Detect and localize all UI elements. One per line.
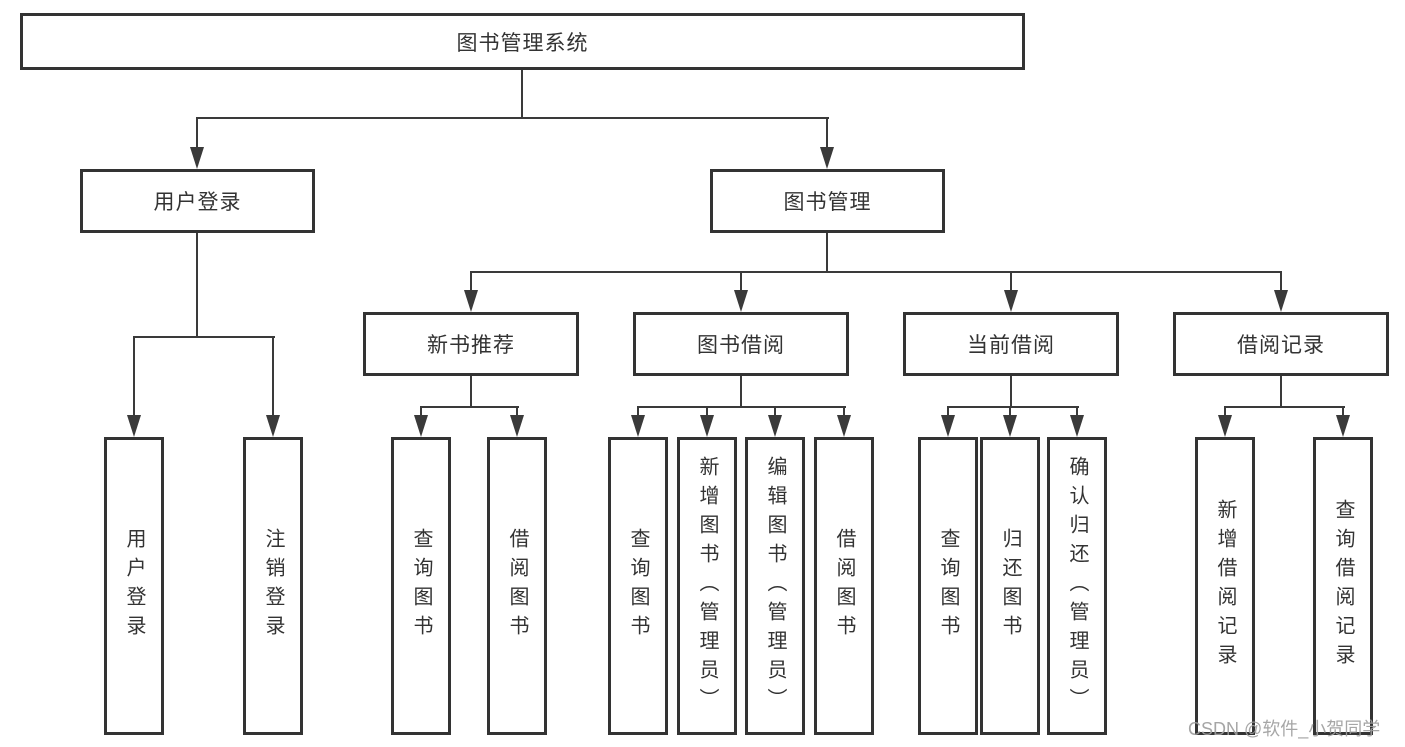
arrow-down-icon	[1218, 415, 1232, 437]
node-label: 归还图书	[999, 528, 1021, 644]
node-label: 编辑图书（管理员）	[764, 455, 786, 717]
leaf-user-login: 用户登录	[104, 437, 164, 735]
arrow-down-icon	[1003, 415, 1017, 437]
connector-line	[1280, 376, 1282, 408]
connector-line	[521, 70, 523, 119]
node-label: 借阅图书	[833, 528, 855, 644]
arrow-down-icon	[734, 290, 748, 312]
connector-line	[637, 406, 639, 420]
leaf-query-book-2: 查询图书	[608, 437, 668, 735]
connector-line	[1076, 406, 1078, 420]
connector-line	[272, 336, 274, 420]
node-book-borrow: 图书借阅	[633, 312, 849, 376]
arrow-down-icon	[414, 415, 428, 437]
arrow-down-icon	[510, 415, 524, 437]
arrow-down-icon	[837, 415, 851, 437]
connector-line	[826, 233, 828, 273]
node-user-login: 用户登录	[80, 169, 315, 233]
leaf-query-book-3: 查询图书	[918, 437, 978, 735]
node-label: 借阅图书	[506, 528, 528, 644]
node-label: 借阅记录	[1237, 334, 1325, 357]
connector-line	[196, 117, 198, 152]
node-label: 图书管理系统	[456, 31, 589, 55]
node-label: 确认归还（管理员）	[1066, 455, 1088, 717]
node-label: 查询图书	[627, 528, 649, 644]
node-book-management: 图书管理	[710, 169, 945, 233]
arrow-down-icon	[820, 147, 834, 169]
connector-line	[516, 406, 518, 420]
node-label: 用户登录	[123, 528, 145, 644]
leaf-logout: 注销登录	[243, 437, 303, 735]
node-label: 查询图书	[410, 528, 432, 644]
node-label: 图书借阅	[697, 334, 785, 357]
leaf-add-borrow-record: 新增借阅记录	[1195, 437, 1255, 735]
arrow-down-icon	[1336, 415, 1350, 437]
connector-line	[1224, 406, 1226, 420]
arrow-down-icon	[941, 415, 955, 437]
connector-line	[637, 406, 846, 408]
connector-line	[196, 117, 829, 119]
leaf-return-book: 归还图书	[980, 437, 1040, 735]
connector-line	[133, 336, 275, 338]
arrow-down-icon	[1070, 415, 1084, 437]
connector-line	[774, 406, 776, 420]
arrow-down-icon	[266, 415, 280, 437]
arrow-down-icon	[190, 147, 204, 169]
connector-line	[196, 233, 198, 338]
leaf-borrow-book-1: 借阅图书	[487, 437, 547, 735]
node-new-book-recommend: 新书推荐	[363, 312, 579, 376]
leaf-edit-book-admin: 编辑图书（管理员）	[745, 437, 805, 735]
node-label: 图书管理	[783, 191, 872, 214]
node-label: 新增借阅记录	[1214, 499, 1236, 673]
connector-line	[1224, 406, 1345, 408]
connector-line	[420, 406, 519, 408]
node-label: 查询借阅记录	[1332, 499, 1354, 673]
connector-line	[470, 376, 472, 408]
watermark: CSDN @软件_小贺同学	[1188, 719, 1381, 739]
leaf-add-book-admin: 新增图书（管理员）	[677, 437, 737, 735]
connector-line	[133, 336, 135, 420]
arrow-down-icon	[700, 415, 714, 437]
connector-line	[740, 376, 742, 408]
leaf-query-borrow-record: 查询借阅记录	[1313, 437, 1373, 735]
node-root: 图书管理系统	[20, 13, 1025, 70]
node-label: 用户登录	[153, 191, 242, 214]
connector-line	[947, 406, 949, 420]
arrow-down-icon	[127, 415, 141, 437]
node-current-borrow: 当前借阅	[903, 312, 1119, 376]
connector-line	[1280, 271, 1282, 297]
connector-line	[826, 117, 828, 152]
node-label: 新增图书（管理员）	[696, 455, 718, 717]
connector-line	[1009, 406, 1011, 420]
connector-line	[470, 271, 472, 297]
leaf-borrow-book-2: 借阅图书	[814, 437, 874, 735]
connector-line	[420, 406, 422, 420]
arrow-down-icon	[631, 415, 645, 437]
connector-line	[470, 271, 1282, 273]
arrow-down-icon	[768, 415, 782, 437]
leaf-query-book-1: 查询图书	[391, 437, 451, 735]
connector-line	[843, 406, 845, 420]
node-label: 新书推荐	[427, 334, 515, 357]
arrow-down-icon	[1004, 290, 1018, 312]
connector-line	[1010, 271, 1012, 297]
connector-line	[706, 406, 708, 420]
node-label: 查询图书	[937, 528, 959, 644]
leaf-confirm-return-admin: 确认归还（管理员）	[1047, 437, 1107, 735]
connector-line	[1342, 406, 1344, 420]
connector-line	[1010, 376, 1012, 408]
node-borrow-records: 借阅记录	[1173, 312, 1389, 376]
arrow-down-icon	[464, 290, 478, 312]
connector-line	[740, 271, 742, 297]
arrow-down-icon	[1274, 290, 1288, 312]
connector-line	[947, 406, 1079, 408]
node-label: 当前借阅	[967, 334, 1055, 357]
node-label: 注销登录	[262, 528, 284, 644]
